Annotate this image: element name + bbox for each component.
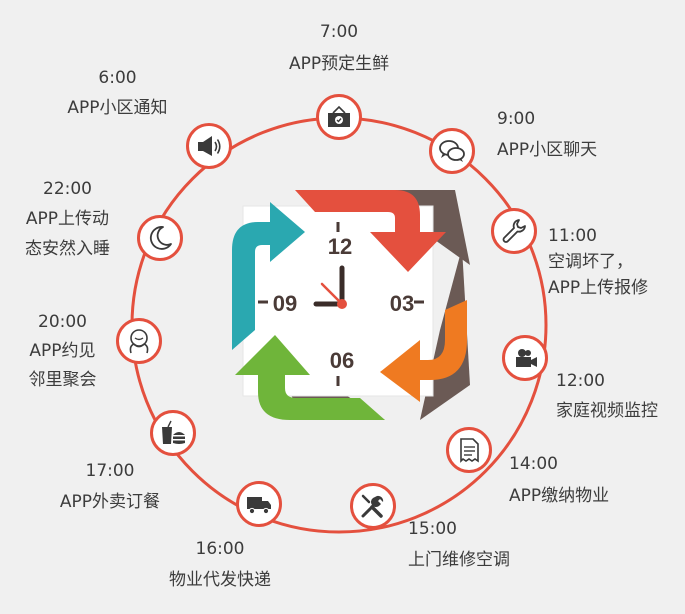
- clock-number-12: 12: [328, 234, 352, 259]
- node-1100: [491, 208, 537, 254]
- node-1700: [150, 410, 196, 456]
- clock-center: [337, 299, 347, 309]
- label-0900-time: 9:00: [497, 109, 536, 129]
- orange-arrow: [380, 300, 467, 402]
- chat-icon: [439, 140, 465, 162]
- label-2200: 22:00 APP上传动 态安然入睡: [10, 174, 125, 264]
- label-2000-text-1: APP约见: [29, 341, 96, 361]
- friends-icon: [129, 329, 149, 354]
- label-2000-text-2: 邻里聚会: [28, 370, 97, 390]
- label-0600-text: APP小区通知: [67, 98, 168, 118]
- wrench-icon: [502, 219, 526, 243]
- label-1500-text: 上门维修空调: [408, 550, 510, 570]
- clock-number-09: 09: [273, 291, 297, 316]
- label-1200-time: 12:00: [556, 371, 605, 391]
- label-1600-text: 物业代发快递: [169, 570, 271, 590]
- node-0900: [429, 128, 475, 174]
- node-2000: [116, 318, 162, 364]
- label-1700-time: 17:00: [85, 461, 135, 481]
- label-1500: 15:00 上门维修空调: [408, 518, 510, 572]
- receipt-icon: [460, 438, 479, 463]
- red-arrow: [295, 190, 446, 272]
- label-0600: 6:00 APP小区通知: [55, 67, 180, 120]
- node-1600: [236, 481, 282, 527]
- label-0700-time: 7:00: [319, 22, 359, 42]
- truck-icon: [247, 497, 271, 515]
- label-1100: 11:00 空调坏了， APP上传报修: [548, 223, 648, 301]
- label-2200-text-1: APP上传动: [25, 209, 110, 229]
- sign-icon: [328, 105, 350, 127]
- label-1400: 14:00 APP缴纳物业: [509, 453, 609, 508]
- label-1100-time: 11:00: [548, 226, 597, 246]
- label-1100-text-2: APP上传报修: [548, 278, 649, 298]
- label-2200-text-2: 态安然入睡: [25, 239, 110, 259]
- label-2200-time: 22:00: [43, 179, 92, 199]
- label-1200: 12:00 家庭视频监控: [556, 370, 658, 423]
- label-1400-text: APP缴纳物业: [509, 486, 610, 506]
- label-1500-time: 15:00: [408, 519, 457, 539]
- label-1700-text: APP外卖订餐: [59, 492, 161, 512]
- label-1200-text: 家庭视频监控: [556, 401, 658, 421]
- label-2000: 20:00 APP约见 邻里聚会: [10, 308, 115, 395]
- label-2000-time: 20:00: [38, 312, 87, 332]
- food-icon: [162, 420, 185, 444]
- clock-illustration: 12 03 06 09: [232, 190, 470, 420]
- camera-icon: [516, 349, 537, 367]
- label-0700-text: APP预定生鲜: [289, 54, 390, 74]
- node-0600: [186, 123, 232, 169]
- label-1600-time: 16:00: [195, 539, 245, 559]
- label-1600: 16:00 物业代发快递: [155, 538, 285, 592]
- label-0700: 7:00 APP预定生鲜: [289, 21, 389, 76]
- node-1200: [502, 335, 548, 381]
- tools-icon: [361, 494, 384, 518]
- label-0600-time: 6:00: [98, 68, 137, 88]
- speaker-icon: [198, 136, 221, 156]
- node-2200: [137, 215, 183, 261]
- label-0900-text: APP小区聊天: [497, 140, 598, 160]
- clock-number-06: 06: [330, 348, 354, 373]
- node-0700: [316, 94, 362, 140]
- node-1500: [350, 483, 396, 529]
- clock-number-03: 03: [390, 291, 414, 316]
- label-1700: 17:00 APP外卖订餐: [40, 460, 180, 514]
- teal-arrow: [232, 202, 305, 350]
- green-arrow: [235, 335, 385, 420]
- label-1100-text-1: 空调坏了，: [548, 252, 633, 272]
- moon-icon: [149, 226, 172, 250]
- node-1400: [446, 427, 492, 473]
- label-1400-time: 14:00: [509, 454, 558, 474]
- label-0900: 9:00 APP小区聊天: [497, 108, 597, 162]
